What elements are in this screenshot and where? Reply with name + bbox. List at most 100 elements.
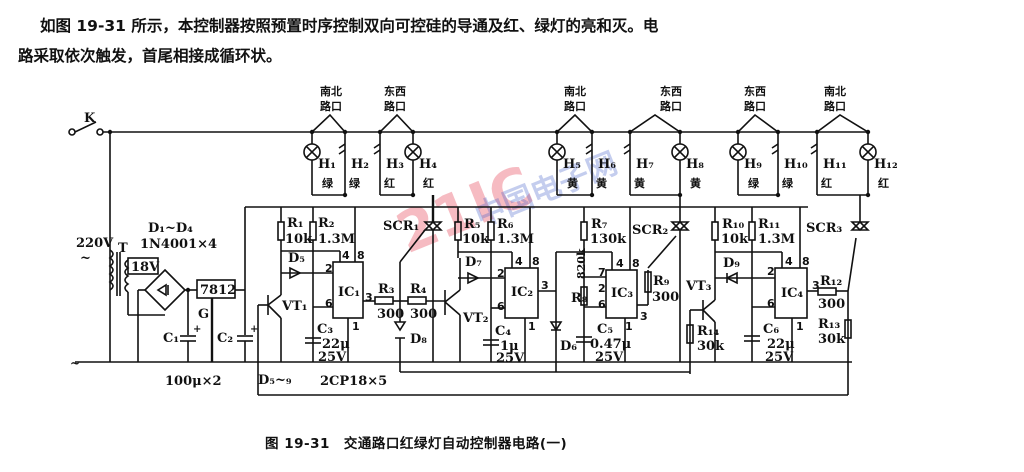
svg-text:D₇: D₇ bbox=[465, 255, 482, 270]
svg-text:6: 6 bbox=[767, 297, 775, 310]
indicator-icon bbox=[585, 143, 593, 155]
svg-text:25V: 25V bbox=[595, 350, 624, 365]
indicator-icon bbox=[771, 143, 779, 155]
svg-text:红: 红 bbox=[423, 176, 434, 190]
svg-text:H₁₁: H₁₁ bbox=[823, 157, 847, 172]
svg-text:0.47μ: 0.47μ bbox=[590, 337, 632, 352]
bridge-rectifier: D₁~D₄ 1N4001×4 bbox=[137, 221, 217, 362]
svg-text:6: 6 bbox=[598, 298, 606, 311]
svg-text:C₅: C₅ bbox=[597, 322, 613, 337]
svg-text:25V: 25V bbox=[765, 350, 794, 365]
svg-text:南北: 南北 bbox=[564, 84, 586, 98]
svg-text:4: 4 bbox=[616, 257, 624, 270]
svg-text:C₂: C₂ bbox=[217, 331, 233, 346]
svg-text:8: 8 bbox=[357, 249, 365, 262]
svg-text:绿: 绿 bbox=[748, 176, 760, 190]
indicator-icon bbox=[810, 143, 818, 155]
svg-text:黄: 黄 bbox=[596, 176, 607, 190]
svg-text:6: 6 bbox=[325, 297, 333, 310]
svg-text:绿: 绿 bbox=[349, 176, 361, 190]
svg-text:红: 红 bbox=[821, 176, 832, 190]
svg-text:R₄: R₄ bbox=[410, 282, 427, 297]
svg-text:300: 300 bbox=[818, 297, 845, 312]
svg-text:300: 300 bbox=[652, 290, 679, 305]
svg-text:1: 1 bbox=[352, 320, 360, 333]
svg-text:1.3M: 1.3M bbox=[758, 232, 795, 247]
triac-scr2: SCR₂ bbox=[632, 195, 690, 362]
svg-text:820k: 820k bbox=[575, 248, 588, 279]
svg-text:R₇: R₇ bbox=[591, 217, 608, 232]
svg-text:R₁₁: R₁₁ bbox=[758, 217, 780, 232]
svg-text:东西: 东西 bbox=[660, 84, 682, 98]
capacitor-c2: + C₂ 100μ×2 bbox=[165, 207, 258, 389]
svg-text:2CP18×5: 2CP18×5 bbox=[320, 374, 387, 389]
svg-text:10k: 10k bbox=[285, 232, 313, 247]
svg-text:路口: 路口 bbox=[744, 99, 766, 113]
svg-text:H₅: H₅ bbox=[563, 157, 581, 172]
lamp-h5: H₅ 黄 bbox=[548, 129, 581, 195]
svg-text:VT₃: VT₃ bbox=[685, 279, 712, 294]
svg-text:300: 300 bbox=[410, 307, 437, 322]
svg-text:VT₁: VT₁ bbox=[281, 299, 307, 314]
transformer: 220V ~ T 18V bbox=[76, 236, 165, 316]
svg-text:D₅~₉: D₅~₉ bbox=[258, 373, 292, 388]
svg-text:东西: 东西 bbox=[744, 84, 766, 98]
svg-text:18V: 18V bbox=[131, 260, 160, 275]
svg-text:3: 3 bbox=[640, 310, 648, 323]
svg-text:红: 红 bbox=[384, 176, 395, 190]
lamp-h7: H₇ 黄 bbox=[623, 129, 654, 195]
svg-text:1: 1 bbox=[796, 320, 804, 333]
svg-text:H₁: H₁ bbox=[318, 157, 336, 172]
svg-text:H₂: H₂ bbox=[351, 157, 369, 172]
switch-k: K bbox=[68, 111, 104, 136]
svg-text:H₆: H₆ bbox=[598, 157, 616, 172]
lamp-h11: H₁₁ 红 bbox=[810, 129, 847, 195]
svg-text:D₉: D₉ bbox=[723, 256, 740, 271]
svg-text:7: 7 bbox=[598, 266, 606, 279]
svg-text:30k: 30k bbox=[697, 339, 725, 354]
svg-text:1μ: 1μ bbox=[500, 339, 519, 354]
svg-text:路口: 路口 bbox=[564, 99, 586, 113]
svg-text:3: 3 bbox=[812, 279, 820, 292]
svg-text:H₇: H₇ bbox=[636, 157, 654, 172]
svg-text:K: K bbox=[84, 111, 96, 126]
figure-caption: 图 19-31 交通路口红绿灯自动控制器电路(一) bbox=[265, 436, 568, 452]
capacitor-c1: + C₁ bbox=[163, 287, 201, 362]
svg-text:T: T bbox=[118, 241, 128, 256]
svg-text:IC₂: IC₂ bbox=[511, 285, 533, 300]
svg-text:D₅: D₅ bbox=[288, 251, 305, 266]
svg-text:R₆: R₆ bbox=[497, 217, 514, 232]
svg-text:10k: 10k bbox=[462, 232, 490, 247]
lamp-h1: H₁ 绿 bbox=[303, 129, 336, 195]
indicator-icon bbox=[623, 143, 631, 155]
svg-text:黄: 黄 bbox=[567, 176, 578, 190]
svg-text:VT₂: VT₂ bbox=[462, 311, 488, 326]
svg-text:H₈: H₈ bbox=[686, 157, 704, 172]
lamp-h3: H₃红 bbox=[373, 129, 404, 195]
svg-text:黄: 黄 bbox=[634, 176, 645, 190]
svg-text:2: 2 bbox=[598, 282, 606, 295]
svg-text:2: 2 bbox=[497, 267, 505, 280]
lamp-h9: H₉ 绿 bbox=[729, 129, 762, 195]
svg-text:2: 2 bbox=[767, 265, 775, 278]
svg-text:R₁₂: R₁₂ bbox=[820, 274, 842, 289]
svg-text:R₁₄: R₁₄ bbox=[697, 324, 719, 339]
lamp-h8: H₈黄 bbox=[671, 129, 704, 195]
svg-text:东西: 东西 bbox=[384, 84, 406, 98]
svg-text:H₁₂: H₁₂ bbox=[874, 157, 898, 172]
svg-text:D₁~D₄: D₁~D₄ bbox=[148, 221, 193, 236]
svg-text:~: ~ bbox=[70, 356, 80, 370]
svg-text:7812: 7812 bbox=[200, 283, 236, 298]
svg-text:IC₁: IC₁ bbox=[338, 285, 360, 300]
lamp-h4: H₄红 bbox=[404, 129, 437, 195]
regulator-7812: 7812 G bbox=[196, 279, 245, 362]
svg-text:H₉: H₉ bbox=[744, 157, 762, 172]
svg-text:H₁₀: H₁₀ bbox=[784, 157, 808, 172]
svg-text:路口: 路口 bbox=[660, 99, 682, 113]
svg-text:绿: 绿 bbox=[322, 176, 334, 190]
svg-text:G: G bbox=[198, 307, 209, 322]
